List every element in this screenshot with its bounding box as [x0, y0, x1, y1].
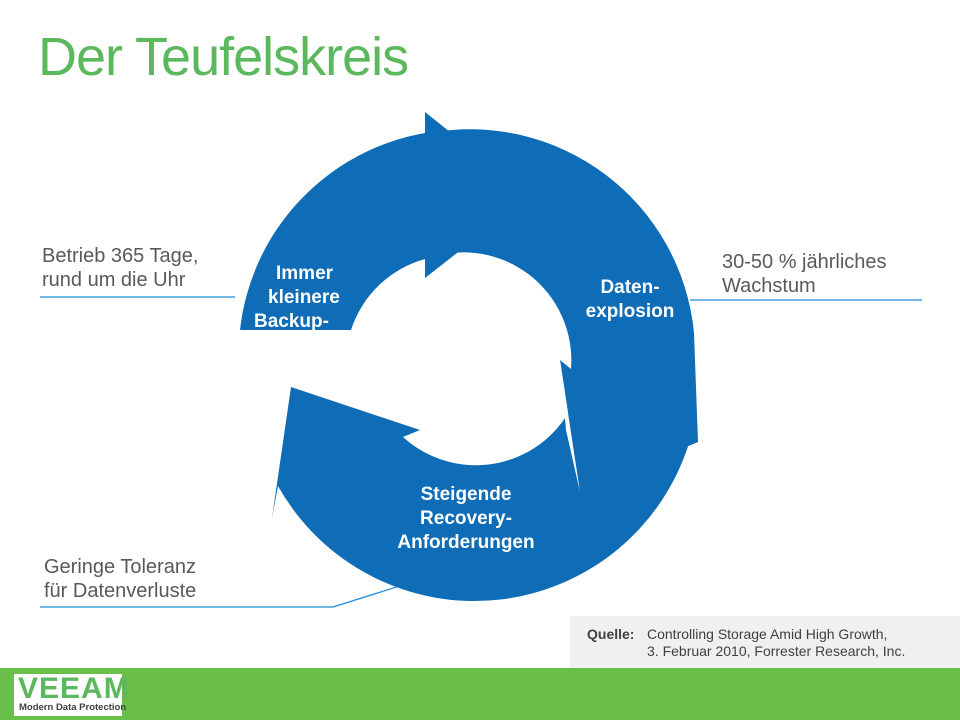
segment-label-recovery: Steigende Recovery- Anforderungen	[380, 483, 552, 555]
cycle-gap-right	[560, 360, 580, 492]
callout-line-text: für Datenverluste	[44, 580, 197, 602]
callout-text-top-left: Betrieb 365 Tage, rund um die Uhr	[42, 244, 198, 292]
callout-line-text: Geringe Toleranz	[44, 556, 196, 578]
callout-lines	[40, 296, 922, 608]
callout-text-bottom-left: Geringe Toleranz für Datenverluste	[44, 555, 196, 603]
source-line-2: 3. Februar 2010, Forrester Research, Inc…	[647, 643, 906, 659]
callout-line-text: Wachstum	[722, 275, 816, 297]
segment-label-line: explosion	[585, 301, 675, 322]
veeam-logo-word: VEEAM	[18, 672, 130, 705]
segment-label-line: Steigende	[420, 484, 512, 505]
callout-line-text: 30-50 % jährliches	[722, 251, 887, 273]
source-line-1: Controlling Storage Amid High Growth,	[647, 626, 888, 642]
callout-line-bottom-left-diagonal	[332, 583, 407, 608]
cycle-arrow-right	[426, 129, 698, 492]
segment-label-line: Fenster	[254, 335, 323, 356]
callout-line-text: Betrieb 365 Tage,	[42, 245, 199, 267]
callout-text-right: 30-50 % jährliches Wachstum	[722, 250, 887, 298]
segment-label-line: Immer	[276, 263, 334, 284]
source-box	[570, 616, 960, 668]
segment-label-line: Anforderungen	[397, 532, 535, 553]
page-title: Der Teufelskreis	[38, 27, 409, 87]
segment-label-data-explosion: Daten- explosion	[570, 276, 690, 324]
source-label: Quelle:	[587, 626, 635, 642]
footer-bar	[0, 668, 960, 720]
segment-label-line: Backup-	[254, 311, 329, 332]
cycle-ring	[240, 112, 698, 602]
segment-label-line: kleinere	[268, 287, 340, 308]
veeam-logo	[14, 674, 122, 716]
segment-label-line: Recovery-	[420, 508, 512, 529]
cycle-arrow-bottom	[272, 387, 690, 602]
segment-label-line: Daten-	[600, 277, 660, 298]
veeam-logo-tagline: Modern Data Protection	[19, 702, 127, 713]
segment-label-backup-window: Immer kleinere Backup- Fenster	[244, 262, 364, 358]
callout-line-text: rund um die Uhr	[42, 269, 186, 291]
